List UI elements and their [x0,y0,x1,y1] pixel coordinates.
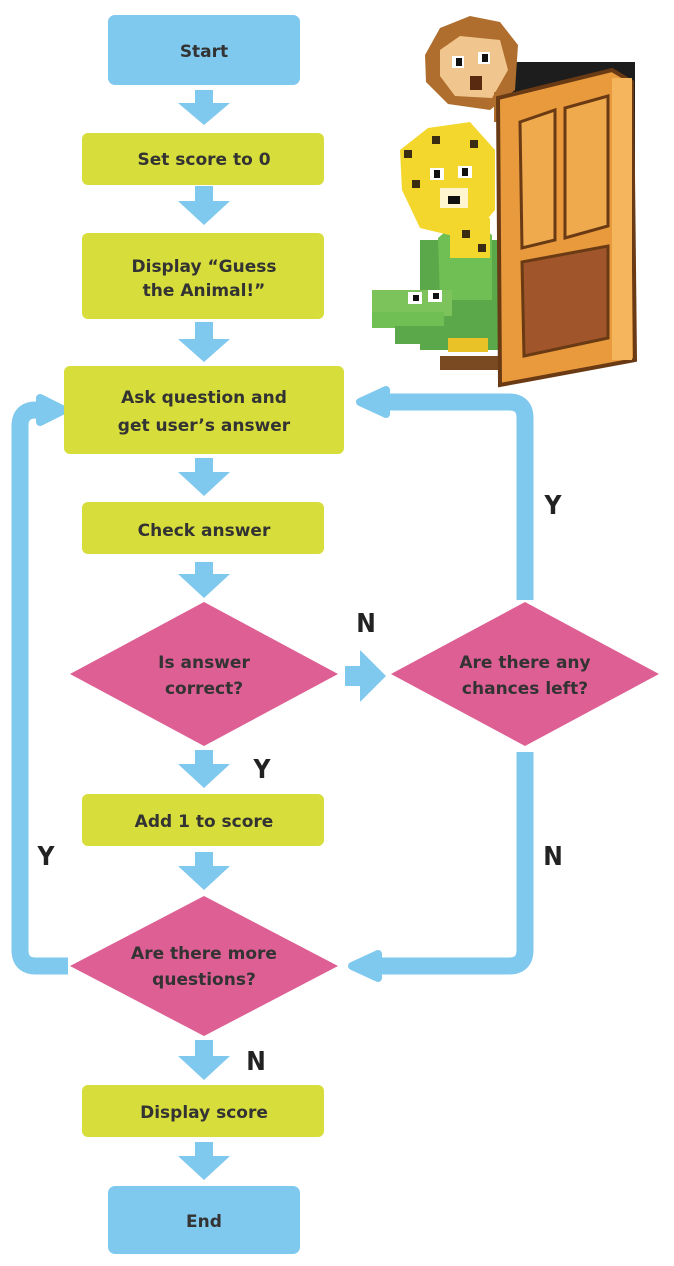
chances-line2: chances left? [462,679,588,699]
start-text: Start [180,42,228,62]
node-add-score: Add 1 to score [82,794,324,846]
more-line1: Are there more [131,944,277,964]
arrow-ask-to-check [178,458,230,496]
node-end: End [108,1186,300,1254]
arrow-start-to-set [178,90,230,125]
door-icon [495,67,638,388]
label-chances-no: N [543,842,563,872]
label-more-yes: Y [37,842,56,872]
arrow-chances-no-loop [376,752,534,975]
animals-door-illustration [372,16,638,388]
end-text: End [186,1212,222,1232]
node-ask-question: Ask question and get user’s answer [64,366,344,454]
node-display-title: Display “Guess the Animal!” [82,233,324,319]
display-score-text: Display score [140,1103,268,1123]
arrow-chances-yes-loop [382,393,534,600]
label-correct-yes: Y [253,755,272,785]
ask-line1: Ask question and [121,388,287,408]
correct-line1: Is answer [158,653,250,673]
arrow-correct-to-add [178,750,230,788]
arrow-add-to-more [178,852,230,890]
arrow-more-yes-loop [11,401,68,975]
label-more-no: N [246,1047,266,1077]
arrow-set-to-display [178,186,230,225]
decision-is-answer-correct: Is answer correct? [70,602,338,746]
node-display-score: Display score [82,1085,324,1137]
decision-more-questions: Are there more questions? [70,896,338,1036]
node-set-score: Set score to 0 [82,133,324,185]
decision-chances-left: Are there any chances left? [391,602,659,746]
add-score-text: Add 1 to score [135,812,274,832]
check-text: Check answer [138,521,271,541]
node-check-answer: Check answer [82,502,324,554]
label-correct-no: N [356,609,376,639]
arrow-display-score-to-end [178,1142,230,1180]
leopard-icon [400,122,495,258]
label-chances-yes: Y [544,491,563,521]
set-score-text: Set score to 0 [137,150,270,170]
arrow-check-to-correct [178,562,230,598]
display-title-line2: the Animal!” [143,281,266,301]
more-line2: questions? [152,970,256,990]
ask-line2: get user’s answer [118,416,291,436]
display-title-line1: Display “Guess [132,257,277,277]
arrow-more-to-display-score [178,1040,230,1080]
chances-line1: Are there any [459,653,590,673]
arrow-correct-to-chances [345,650,386,702]
correct-line2: correct? [165,679,243,699]
node-start: Start [108,15,300,85]
arrow-display-to-ask [178,322,230,362]
connectors [11,90,534,1180]
